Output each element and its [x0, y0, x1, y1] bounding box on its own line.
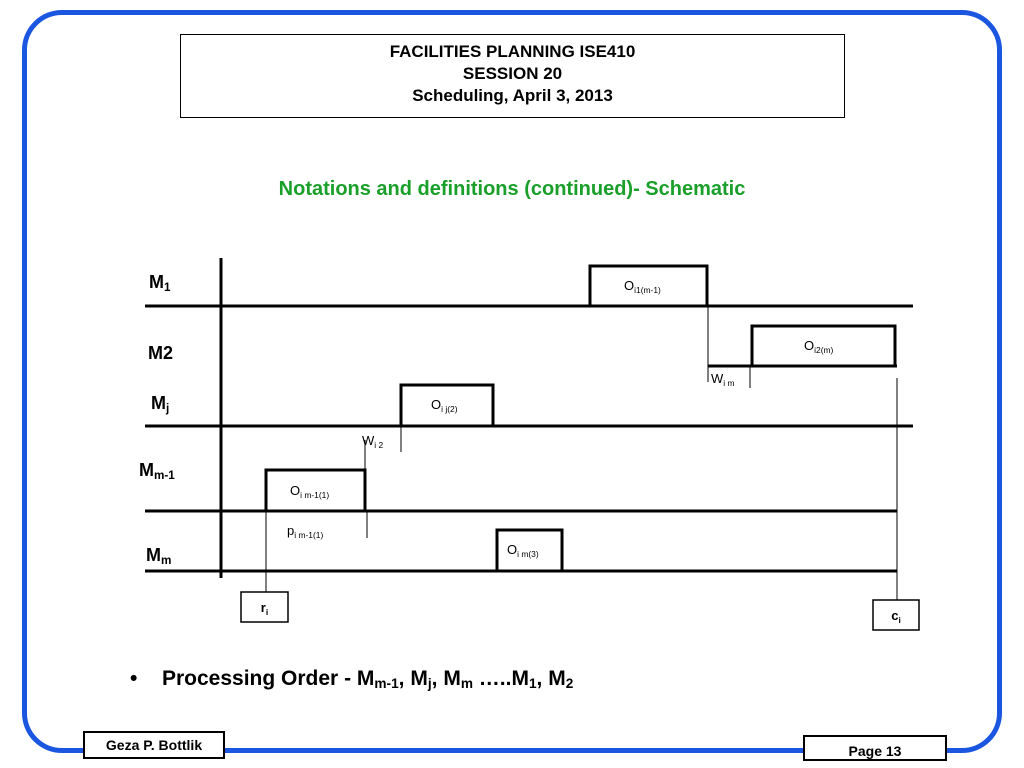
- machine-label-m2: M2: [148, 343, 174, 363]
- title-line-3: Scheduling, April 3, 2013: [412, 86, 613, 105]
- op-block-i2: [750, 324, 897, 368]
- op-label-i1: Oi1(m-1): [624, 278, 661, 295]
- op-block-im: [495, 528, 564, 573]
- slide-frame: [22, 10, 1002, 753]
- op-label-i2: Oi2(m): [804, 338, 834, 355]
- machine-label-m1: M1: [149, 272, 171, 294]
- title-box: FACILITIES PLANNING ISE410 SESSION 20 Sc…: [180, 34, 845, 118]
- op-label-im: Oi m(3): [507, 542, 539, 559]
- page-number: Page 13: [803, 735, 947, 761]
- machine-label-mm: Mm: [146, 545, 172, 567]
- processing-time-label: pi m-1(1): [287, 523, 324, 540]
- author-footer: Geza P. Bottlik: [83, 731, 225, 759]
- title-line-1: FACILITIES PLANNING ISE410: [389, 42, 636, 61]
- op-block-ij: [399, 383, 495, 428]
- op-label-im1: Oi m-1(1): [290, 483, 330, 500]
- completion-box: [872, 599, 920, 631]
- title-line-2: SESSION 20: [462, 64, 563, 83]
- slide-subtitle: Notations and definitions (continued)- S…: [278, 178, 746, 200]
- release-box: [240, 591, 289, 623]
- wait-label-im: Wi m: [711, 371, 735, 388]
- op-label-ij: Oi j(2): [431, 397, 458, 414]
- processing-order-bullet: •Processing Order - Mm-1, Mj, Mm …..M1, …: [130, 667, 574, 691]
- completion-label: ci: [891, 608, 901, 625]
- machine-label-mj: Mj: [151, 393, 170, 415]
- op-block-i1: [588, 264, 709, 308]
- release-label: ri: [260, 600, 269, 617]
- op-block-im1: [264, 468, 367, 513]
- bullet-dot: •: [130, 667, 138, 690]
- wait-label-i2: Wi 2: [362, 433, 384, 450]
- machine-label-mm1: Mm-1: [139, 460, 175, 482]
